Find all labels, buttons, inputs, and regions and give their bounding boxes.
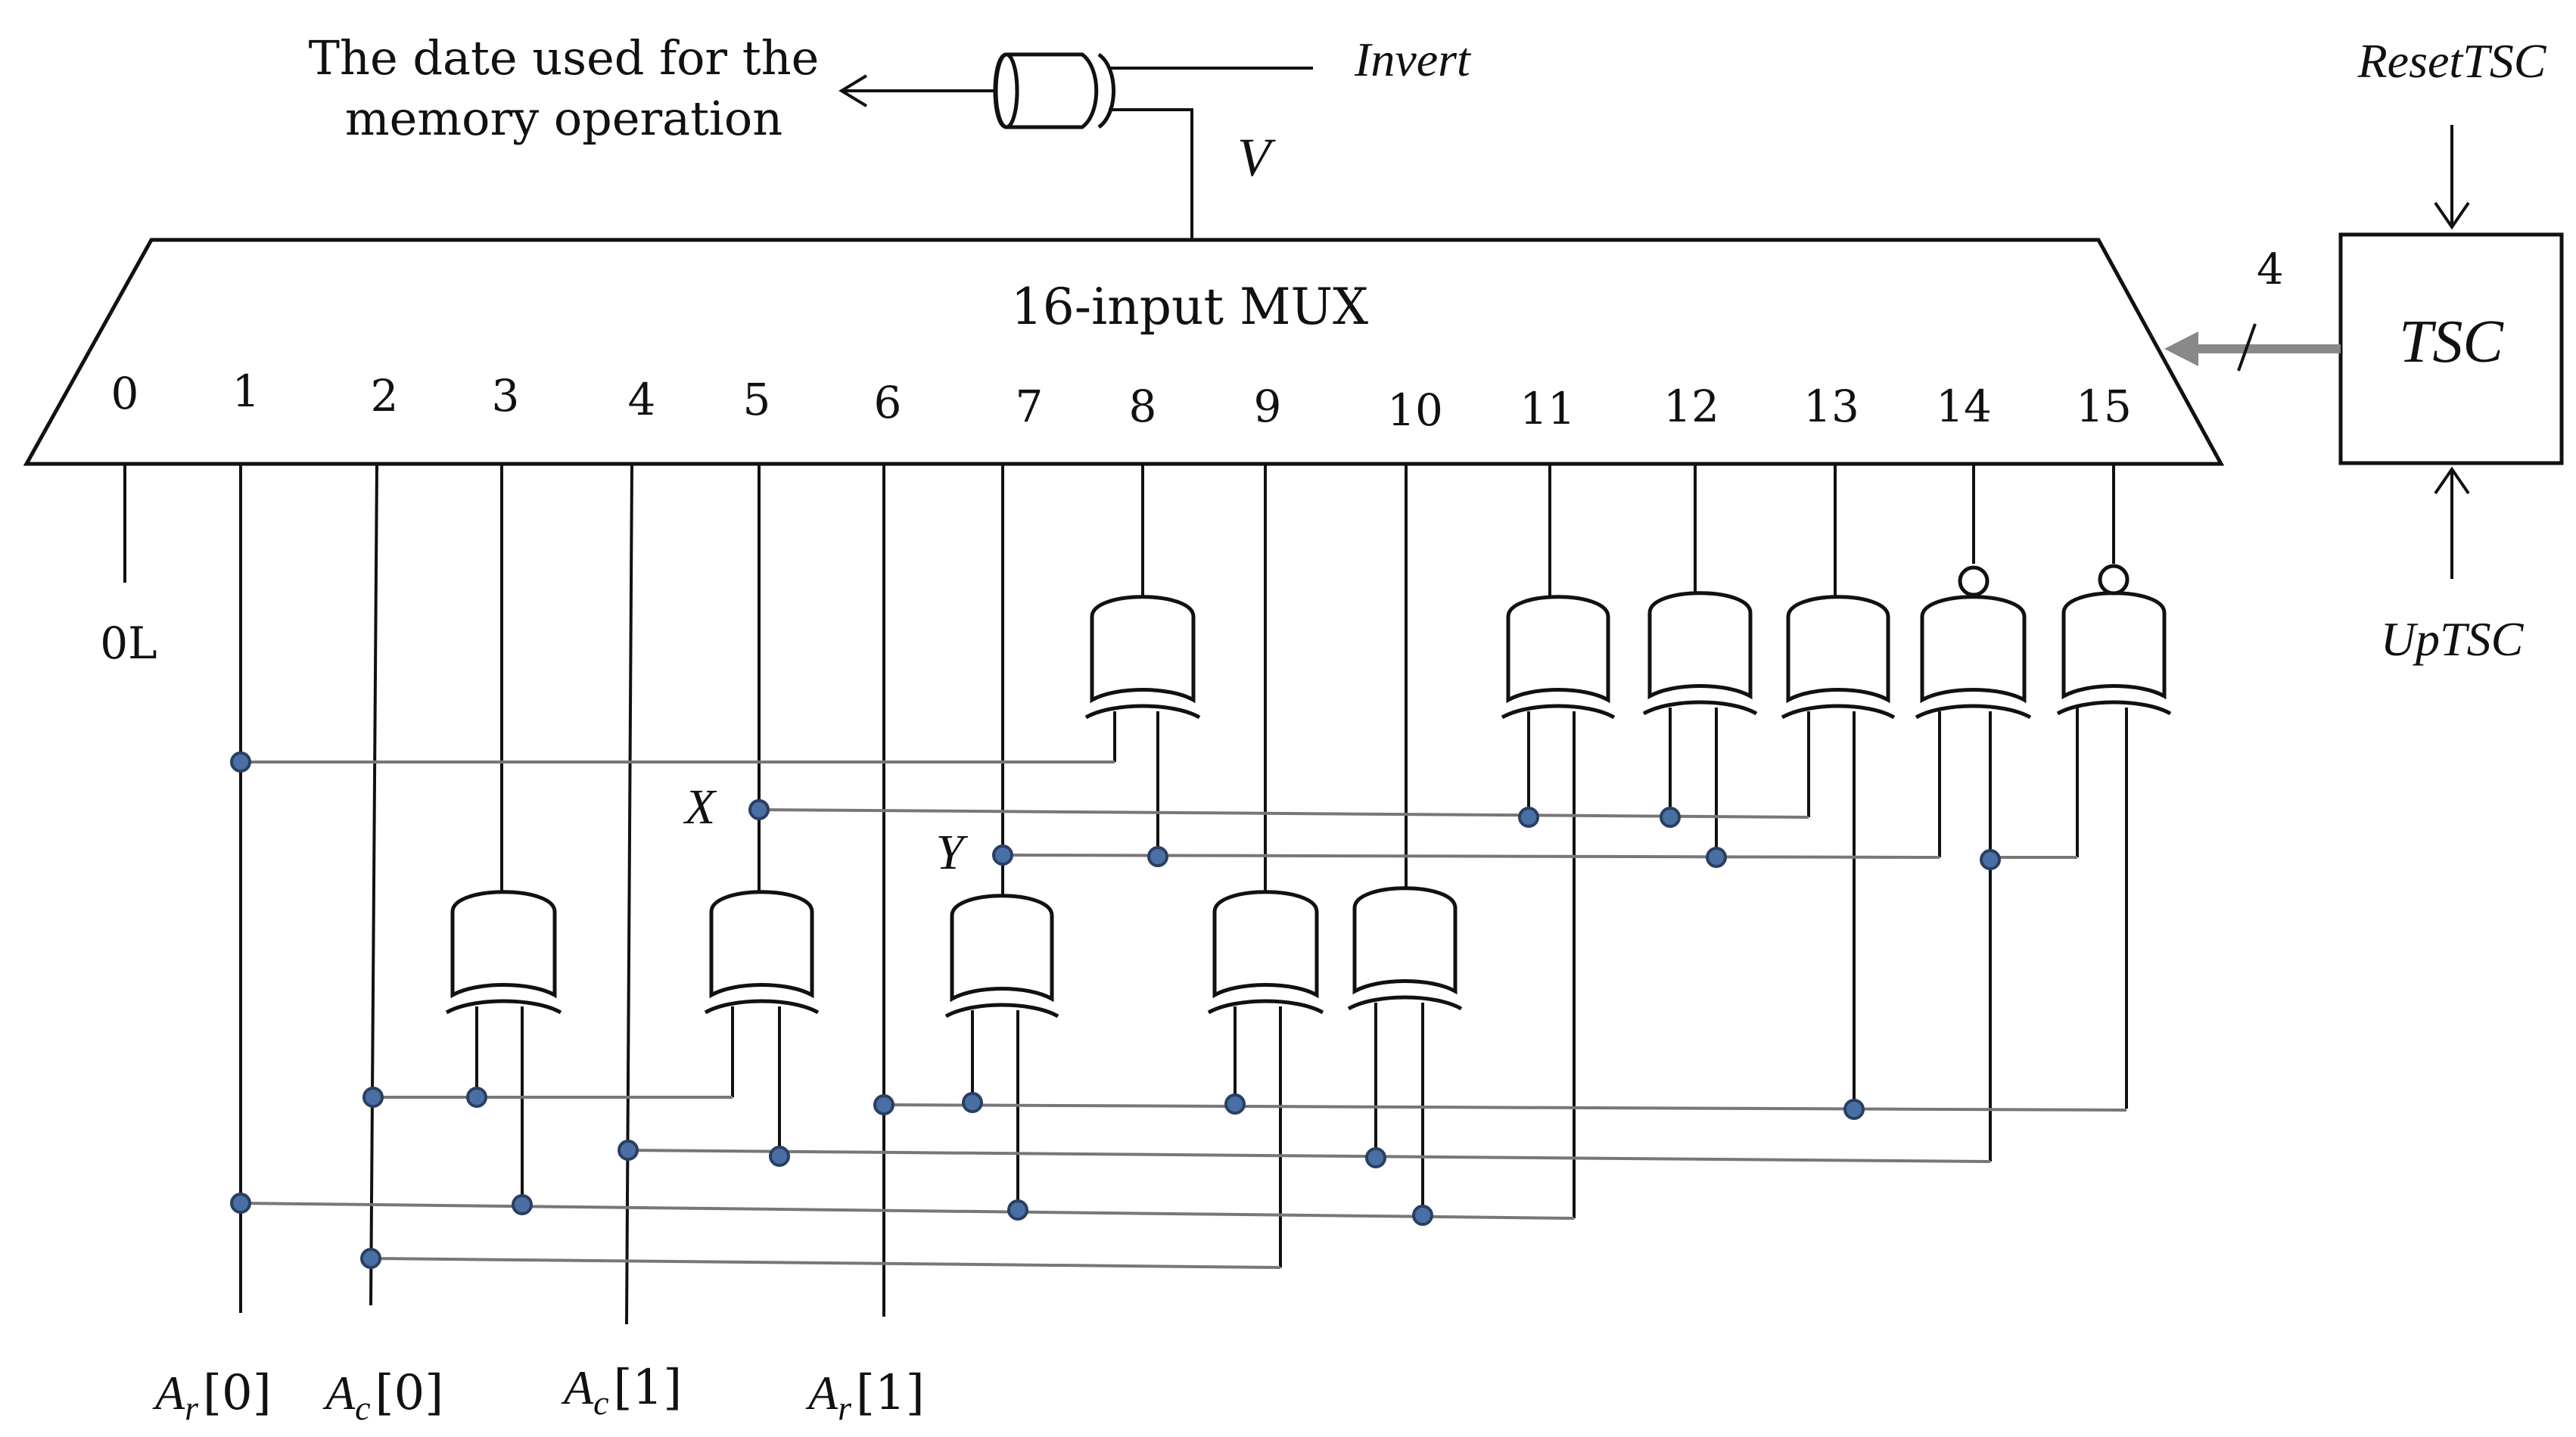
reset-tsc-arrow-head [2434,201,2470,230]
mux-input-13: 13 [1803,381,1859,432]
x-label: X [683,779,717,835]
xor-gate-9 [1207,890,1324,1015]
ar0-index: [0] [203,1365,272,1421]
invert-xor-gate [993,52,1115,129]
lower-gate-input-stubs [475,1003,1424,1267]
mux-input-1: 1 [232,365,260,417]
mux-input-7: 7 [1016,381,1044,432]
ac0-sub: c [355,1389,370,1427]
zero-l-label: 0L [100,617,157,669]
ar0-sub: r [185,1389,199,1427]
output-description-line1: The date used for the [309,30,820,86]
mux-input-14: 14 [1936,381,1992,432]
address-label-ar0: Ar[0] [152,1365,272,1427]
tsc-label: TSC [2399,309,2504,375]
xor-gate-5 [704,890,820,1015]
mux-title: 16-input MUX [1011,278,1368,336]
ac0-index: [0] [375,1365,444,1421]
xor-gate-10 [1347,886,1463,1011]
lower-xor-gates [445,886,1463,1019]
mux-input-6: 6 [874,377,902,428]
xor-gate-12 [1642,591,1758,716]
ac0-base: A [322,1366,356,1420]
invert-label: Invert [1354,33,1472,86]
address-label-ac0: Ac[0] [322,1365,443,1427]
address-label-ac1: Ac[1] [561,1360,682,1422]
address-labels: Ar[0] Ac[0] Ac[1] Ar[1] [152,1360,925,1427]
mux-input-12: 12 [1663,381,1719,432]
mux-input-labels: 0 1 2 3 4 5 6 7 8 9 10 11 12 13 14 15 [111,365,2132,436]
v-label: V [1237,127,1276,188]
xor-gate-7 [944,894,1059,1019]
junction-dots [230,751,2001,1269]
mux-input-4: 4 [628,374,656,425]
bus-slash [2237,323,2257,372]
y-label: Y [936,825,969,880]
up-tsc-arrow-head [2434,466,2470,495]
ar1-index: [1] [856,1365,925,1421]
mux-input-11: 11 [1520,383,1576,434]
address-label-ar1: Ar[1] [805,1365,925,1427]
v-wire [1109,108,1193,238]
reset-tsc-label: ResetTSC [2357,34,2547,88]
ac1-index: [1] [614,1360,683,1416]
mux-connection-wires [500,464,2115,900]
xor-gate-13 [1781,595,1896,720]
mux-input-3: 3 [492,370,520,421]
ac1-base: A [561,1361,594,1414]
xnor-gate-15 [2056,564,2172,716]
mux-input-15: 15 [2076,381,2132,432]
mux-input-5: 5 [743,374,771,425]
output-description-line2: memory operation [345,91,782,146]
mux-input-0: 0 [111,368,139,419]
xnor-gate-14 [1915,565,2032,720]
ar1-base: A [805,1366,838,1420]
tsc-block [2338,232,2564,465]
address-vertical-lines [239,463,885,1325]
ar0-base: A [152,1366,185,1420]
xor-gate-3 [445,890,562,1015]
mux-body [23,238,2225,466]
horizontal-wires [240,760,2127,1269]
ar1-sub: r [838,1389,852,1427]
select-bus-arrow-head [2164,331,2198,366]
mux-input-10: 10 [1387,384,1443,436]
mux-input-2: 2 [371,370,399,421]
upper-gate-input-stubs [1113,708,2128,1218]
xor-gate-8 [1084,595,1201,720]
up-tsc-label: UpTSC [2381,612,2525,666]
mux-input-9: 9 [1254,381,1282,432]
upper-xor-gates [1084,564,2172,720]
xor-gate-11 [1501,595,1616,720]
bus-width-label: 4 [2257,245,2284,294]
output-arrow-head [838,74,868,107]
ac1-sub: c [593,1383,608,1422]
mux-input-8: 8 [1129,381,1157,432]
